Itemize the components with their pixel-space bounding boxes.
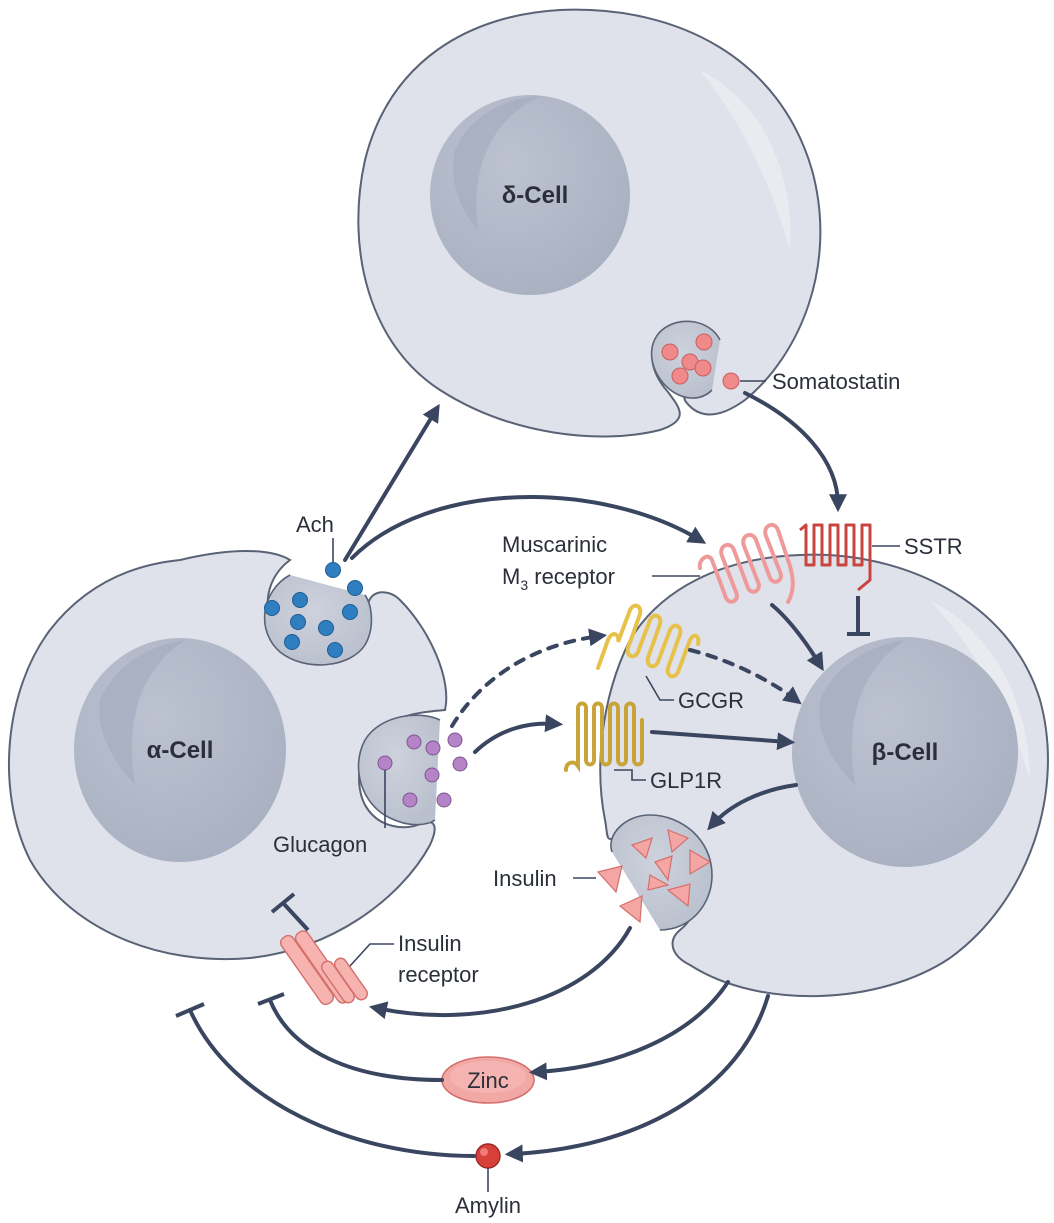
ach-granule-released-2	[347, 580, 363, 596]
sstr-label: SSTR	[904, 534, 963, 559]
arrow-beta-to-insulin	[707, 783, 798, 831]
delta-cell-highlight	[700, 70, 791, 250]
delta-cell: δ-Cell	[357, 8, 822, 438]
ach-granule-released	[325, 562, 341, 578]
alpha-cell-label: α-Cell	[147, 737, 214, 764]
amylin-inhibition-bar	[175, 1002, 205, 1018]
muscarinic-m3-receptor	[697, 522, 795, 604]
gcgr-leader	[645, 675, 674, 701]
glp1r-receptor	[564, 701, 644, 773]
alpha-cell: α-Cell	[8, 550, 448, 961]
ach-granules-inside	[264, 592, 358, 658]
muscarinic-label-line1: Muscarinic	[502, 532, 607, 557]
arrow-zinc-to-alpha	[268, 998, 444, 1082]
arrow-ach-to-delta	[343, 403, 440, 562]
amylin-label: Amylin	[455, 1193, 521, 1218]
ach-label: Ach	[296, 512, 334, 537]
beta-cell: β-Cell	[599, 553, 1049, 998]
muscarinic-label-line2: M3 receptor	[502, 564, 615, 593]
insulin-receptor-leader	[349, 943, 394, 967]
delta-cell-label: δ-Cell	[502, 182, 569, 209]
amylin: Amylin	[455, 1143, 521, 1218]
somatostatin-label: Somatostatin	[772, 369, 900, 394]
arrow-gcgr-to-beta	[688, 648, 802, 705]
insulin-label: Insulin	[493, 866, 557, 891]
beta-cell-label: β-Cell	[872, 739, 939, 766]
arrow-muscarinic-to-beta	[770, 603, 824, 672]
alpha-nucleus-shadow	[99, 640, 185, 785]
arrow-beta-to-amylin	[504, 994, 770, 1163]
beta-nucleus-shadow	[819, 640, 905, 785]
zinc-label: Zinc	[467, 1068, 509, 1093]
glp1r-label: GLP1R	[650, 768, 722, 793]
delta-nucleus-shadow	[452, 96, 540, 230]
arrow-glucagon-to-glp1r	[473, 714, 564, 754]
arrow-insulin-to-receptor	[368, 926, 632, 1020]
arrow-glp1r-to-beta	[650, 730, 796, 751]
insulin-receptor-label-line1: Insulin	[398, 931, 462, 956]
glucagon-label: Glucagon	[273, 832, 367, 857]
gcgr-label: GCGR	[678, 688, 744, 713]
arrow-amylin-to-alpha	[188, 1008, 476, 1158]
glucagon-granules-released	[424, 732, 468, 808]
insulin-receptor-inhibition-bar	[270, 892, 296, 914]
glp1r-leader	[614, 769, 646, 781]
sstr-receptor	[799, 523, 872, 592]
insulin-granules-inside	[630, 829, 712, 908]
arrow-glucagon-to-gcgr	[450, 628, 608, 728]
arrow-beta-to-zinc	[528, 980, 730, 1081]
insulin-receptor	[279, 930, 369, 1006]
zinc: Zinc	[441, 1056, 535, 1104]
insulin-granules-released	[596, 865, 643, 924]
gcgr-receptor	[596, 603, 701, 679]
arrow-ach-to-muscarinic	[350, 495, 707, 560]
beta-cell-highlight	[930, 600, 1030, 780]
arrow-somatostatin-to-sstr	[743, 391, 847, 513]
somatostatin-granules	[661, 333, 713, 385]
zinc-inhibition-bar	[257, 992, 285, 1006]
insulin-receptor-inhibition-line	[282, 902, 310, 932]
insulin-receptor-label-line2: receptor	[398, 962, 479, 987]
glucagon-granules-inside	[377, 734, 422, 808]
somatostatin-granule	[722, 372, 740, 390]
